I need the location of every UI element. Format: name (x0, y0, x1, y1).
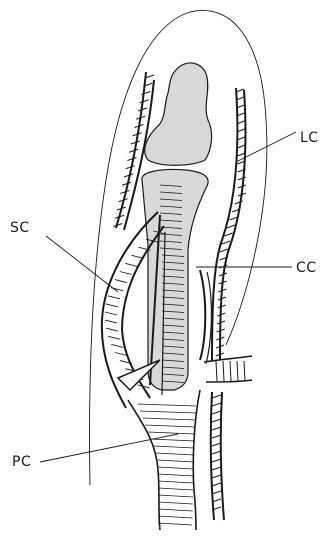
hatch-stroke (244, 361, 245, 381)
hatch-stroke (143, 418, 196, 420)
hatch-stroke (140, 411, 196, 413)
internal-fiber-3 (200, 270, 205, 360)
lower-vessel-inner (221, 392, 224, 520)
proximal-cord-hatching (137, 404, 195, 525)
hatch-stroke (219, 265, 227, 268)
hatch-stroke (158, 481, 194, 483)
hatch-stroke (212, 395, 221, 398)
label-sc: SC (10, 220, 30, 236)
pc-leader-line (40, 434, 178, 462)
hatch-stroke (105, 320, 117, 323)
hatch-stroke (212, 451, 221, 454)
proximal-cord-left (128, 400, 160, 530)
hatch-stroke (158, 495, 193, 497)
hatch-stroke (105, 312, 117, 315)
hatch-stroke (212, 483, 221, 486)
hatch-stroke (158, 467, 194, 469)
hatch-stroke (115, 280, 127, 283)
hatch-stroke (236, 89, 244, 92)
hatch-stroke (220, 249, 228, 252)
hatch-stroke (237, 145, 245, 148)
hatch-stroke (237, 153, 245, 156)
distal-phalanx (145, 63, 212, 165)
hatch-stroke (223, 361, 224, 381)
hatch-stroke (153, 446, 194, 448)
label-cc: CC (296, 260, 317, 276)
hatch-stroke (158, 523, 192, 525)
lower-vessel-hatching (212, 395, 221, 510)
internal-fiber-4 (206, 272, 211, 364)
hatch-stroke (106, 304, 118, 307)
hatch-stroke (158, 509, 193, 511)
hatch-stroke (212, 467, 221, 470)
hatch-stroke (106, 328, 118, 331)
hatch-stroke (216, 361, 217, 381)
hatch-stroke (158, 488, 193, 490)
hatch-stroke (212, 411, 221, 414)
hatch-stroke (148, 432, 195, 434)
hatch-stroke (212, 459, 221, 462)
sc-leader-line (46, 236, 118, 292)
hatch-stroke (156, 453, 195, 455)
hatch-stroke (108, 336, 120, 339)
lateral-cord-outer (212, 88, 237, 360)
hatch-stroke (158, 474, 194, 476)
hatch-stroke (212, 419, 221, 422)
hatch-stroke (227, 225, 235, 228)
lower-vessel-outer (211, 392, 214, 520)
hatch-stroke (145, 425, 195, 427)
hatch-stroke (158, 460, 194, 462)
hatch-stroke (212, 435, 221, 438)
hatch-stroke (108, 296, 120, 299)
hatch-stroke (212, 403, 221, 406)
hatch-stroke (120, 272, 132, 275)
hatch-stroke (124, 174, 133, 177)
hatch-stroke (126, 166, 135, 169)
hatch-stroke (127, 158, 136, 161)
proximal-cord-right (193, 390, 200, 530)
hatch-stroke (158, 502, 193, 504)
hatch-stroke (140, 100, 149, 103)
hatch-stroke (222, 241, 230, 244)
hatch-stroke (212, 443, 221, 446)
transverse-branch-hatching (216, 361, 245, 381)
hatch-stroke (212, 427, 221, 430)
hatch-stroke (111, 344, 123, 347)
label-pc: PC (12, 454, 31, 470)
hatch-stroke (230, 361, 231, 381)
hatch-stroke (151, 439, 195, 441)
hatch-stroke (224, 233, 232, 236)
hatch-stroke (158, 516, 192, 518)
hatch-stroke (132, 255, 144, 258)
hatch-stroke (237, 361, 238, 381)
hatch-stroke (137, 404, 195, 406)
hatch-stroke (125, 263, 137, 266)
hatch-stroke (212, 475, 221, 478)
label-lc: LC (300, 130, 319, 146)
hatch-stroke (212, 491, 221, 494)
